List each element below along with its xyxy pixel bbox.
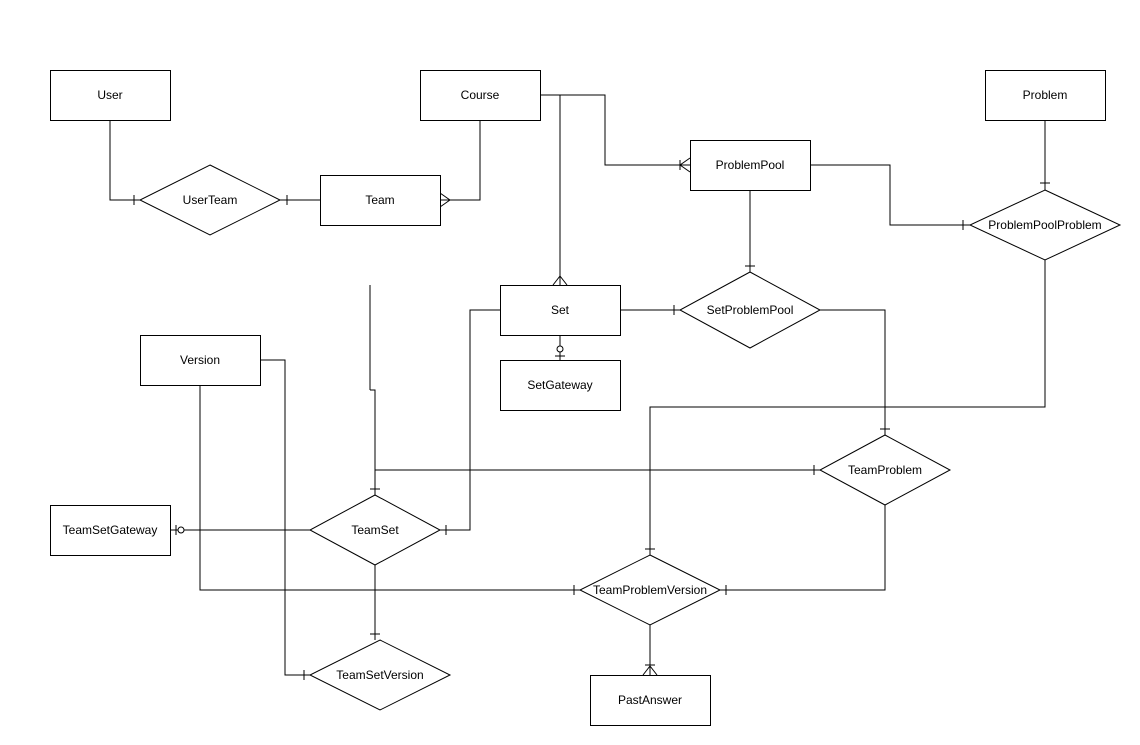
edge-stub-teamproblem [370,389,820,471]
entity-problempool[interactable]: ProblemPool [690,140,811,191]
edge-spp-teamproblem [820,309,886,435]
edge-problempool-ppp [810,164,970,226]
edge-user-userteam [109,120,140,201]
many-marker [679,157,691,166]
edge-version-tsv [260,359,310,676]
entity-set-label: Set [551,303,570,317]
entity-version-label: Version [180,353,220,367]
relationship-teamproblem-label: TeamProblem [848,463,922,477]
relationship-setproblempool[interactable]: SetProblemPool [678,271,822,349]
cardinality-markers [133,157,1050,680]
many-marker [439,199,451,208]
entity-setgateway[interactable]: SetGateway [500,360,621,411]
edge-course-problempool [540,94,690,166]
entity-teamsetgateway-label: TeamSetGateway [63,523,158,537]
entity-set[interactable]: Set [500,285,621,336]
edge-course-set [540,94,561,285]
relationship-teamproblemversion[interactable]: TeamProblemVersion [578,554,722,626]
many-marker [552,275,561,286]
many-marker [679,164,691,173]
edge-course-team [440,120,481,201]
entity-problem[interactable]: Problem [985,70,1106,121]
entity-team[interactable]: Team [320,175,441,226]
relationship-teamset-label: TeamSet [351,523,399,537]
relationship-teamproblem[interactable]: TeamProblem [818,434,952,506]
zero-marker [177,526,185,534]
entity-course-label: Course [461,88,500,102]
edge-version-tpv [199,385,580,591]
many-marker [649,665,658,676]
entity-user-label: User [97,88,122,102]
relationship-teamsetversion-label: TeamSetVersion [336,668,423,682]
connectors [109,94,1046,676]
relationship-teamsetversion[interactable]: TeamSetVersion [308,639,452,711]
entity-teamsetgateway[interactable]: TeamSetGateway [50,505,171,556]
relationships: UserTeam ProblemPoolProblem SetProblemPo… [138,164,1122,711]
relationship-problempoolproblem[interactable]: ProblemPoolProblem [968,189,1122,261]
zero-marker [556,345,564,353]
entity-pastanswer[interactable]: PastAnswer [590,675,711,726]
entity-problempool-label: ProblemPool [716,158,785,172]
entity-version[interactable]: Version [140,335,261,386]
entity-team-label: Team [365,193,394,207]
many-marker [642,665,651,676]
relationship-teamset[interactable]: TeamSet [308,494,442,566]
many-marker [439,192,451,201]
relationship-userteam[interactable]: UserTeam [138,164,282,236]
entity-problem-label: Problem [1023,88,1068,102]
relationship-setproblempool-label: SetProblemPool [707,303,794,317]
relationship-problempoolproblem-label: ProblemPoolProblem [988,218,1101,232]
relationship-userteam-label: UserTeam [183,193,238,207]
relationship-teamproblemversion-label: TeamProblemVersion [593,583,707,597]
edge-set-teamset [440,309,500,531]
many-marker [559,275,568,286]
edge-teamproblem-tpv [720,505,886,591]
entity-course[interactable]: Course [420,70,541,121]
entity-user[interactable]: User [50,70,171,121]
entity-setgateway-label: SetGateway [527,378,592,392]
entities: User Course Problem Team ProblemPool Set… [50,70,1106,726]
entity-pastanswer-label: PastAnswer [618,693,682,707]
edge-ppp-tpv [649,260,1046,555]
